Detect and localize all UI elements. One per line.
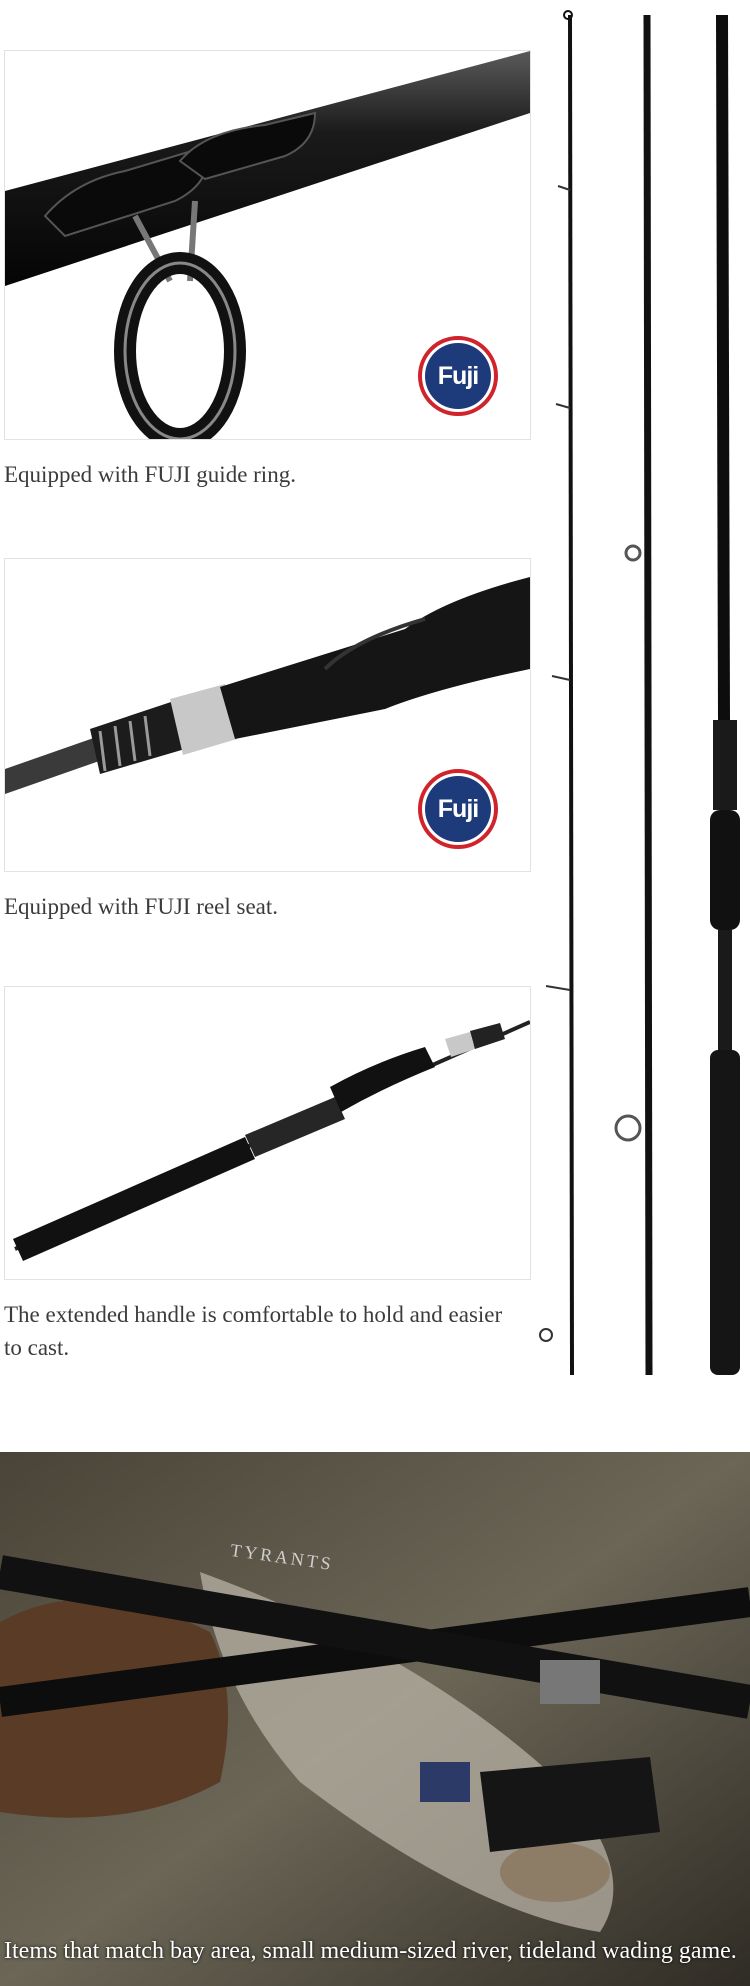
wading-scene-photo: TYRANTS Items that match bay area, small… <box>0 1452 750 1986</box>
banner-caption: Items that match bay area, small medium-… <box>4 1938 737 1964</box>
rod-sections-image <box>530 0 750 1400</box>
guide-ring-caption: Equipped with FUJI guide ring. <box>4 462 296 487</box>
guide-ring-illustration <box>5 51 530 439</box>
reel-seat-photo: Fuji <box>4 558 531 872</box>
wading-scene-illustration <box>0 1452 750 1986</box>
fuji-logo-icon: Fuji <box>418 769 498 849</box>
extended-handle-illustration <box>5 987 530 1279</box>
fuji-logo-icon: Fuji <box>418 336 498 416</box>
extended-handle-photo <box>4 986 531 1280</box>
guide-ring-photo: Fuji <box>4 50 531 440</box>
extended-handle-caption: The extended handle is comfortable to ho… <box>4 1302 503 1360</box>
reel-seat-caption: Equipped with FUJI reel seat. <box>4 894 279 919</box>
